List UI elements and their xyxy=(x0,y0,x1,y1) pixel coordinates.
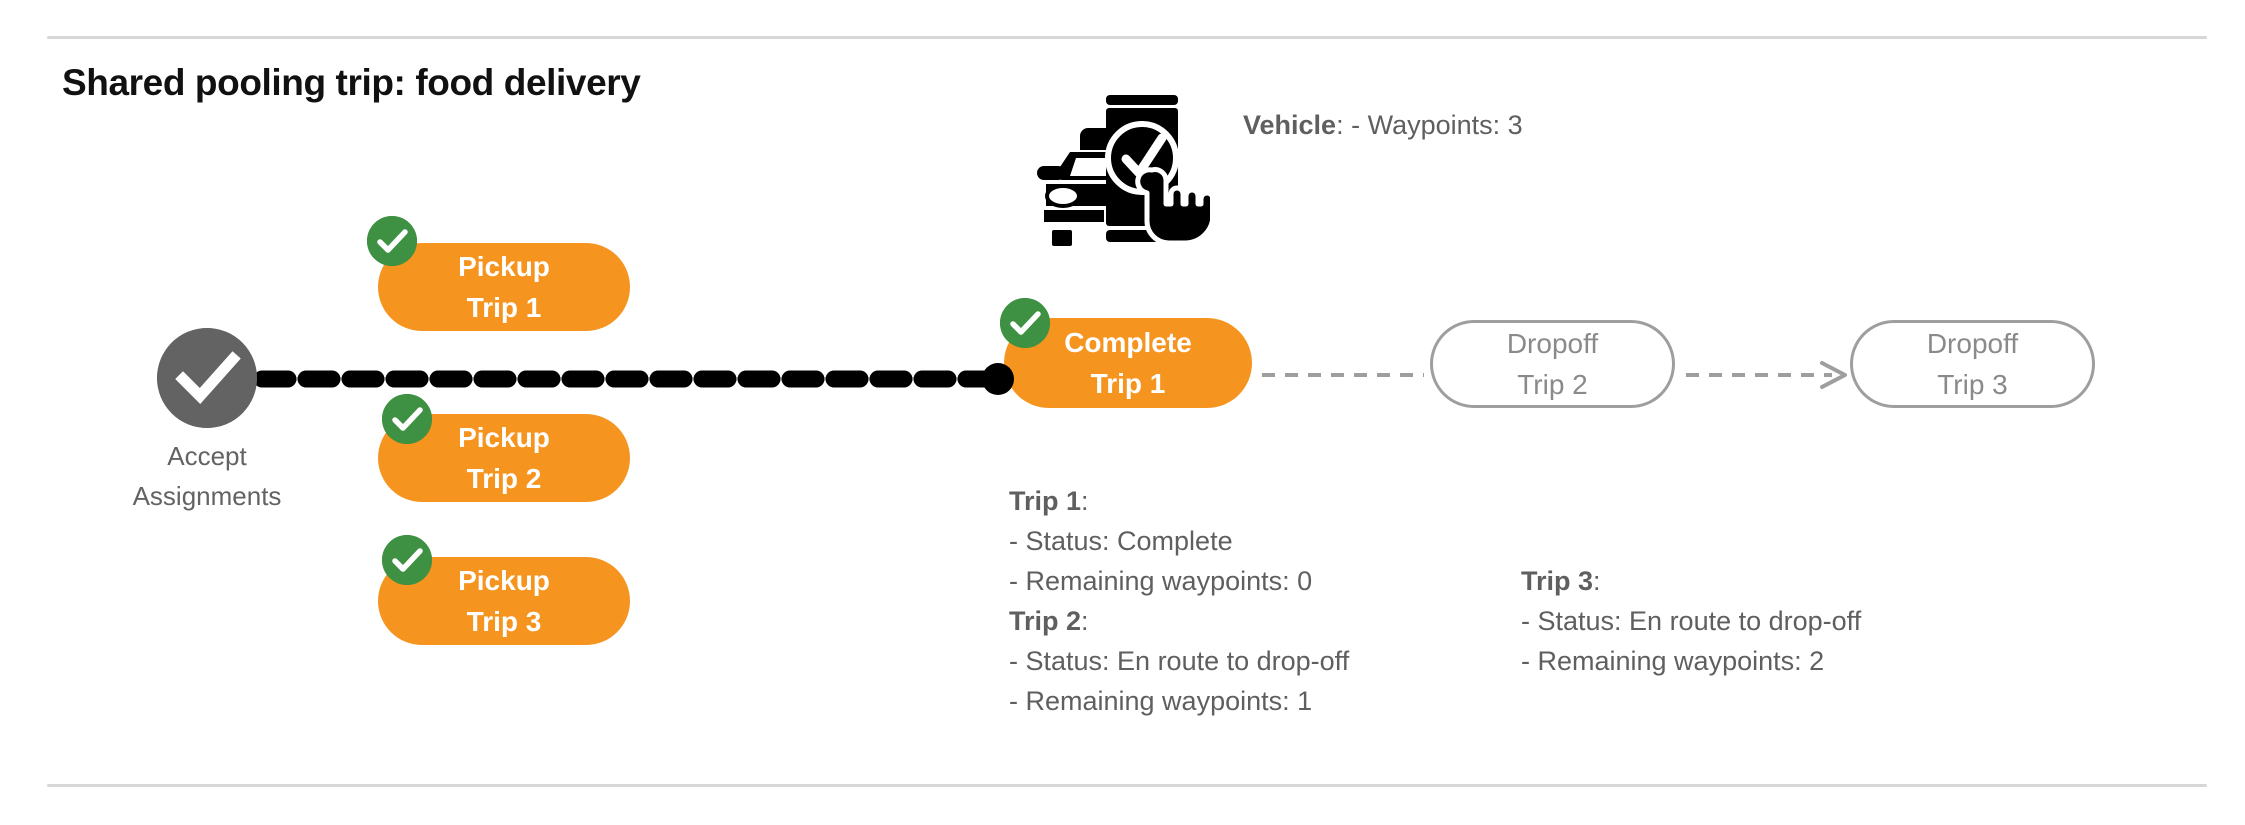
pickup-3-line2: Trip 3 xyxy=(466,606,542,637)
dropoff-3-line1: Dropoff xyxy=(1926,328,2019,359)
route-junction-dot xyxy=(982,363,1014,395)
trip-3-waypoints: - Remaining waypoints: 2 xyxy=(1521,646,1825,676)
trip-2-waypoints: - Remaining waypoints: 1 xyxy=(1009,686,1313,716)
vehicle-waypoints: - Waypoints: 3 xyxy=(1351,110,1523,140)
trip-2-status: - Status: En route to drop-off xyxy=(1009,646,1350,676)
accept-assignments-label: Accept Assignments xyxy=(109,436,305,516)
node-dropoff-trip-3[interactable]: Dropoff Trip 3 xyxy=(1850,320,2095,408)
dropoff-2-line1: Dropoff xyxy=(1506,328,1599,359)
trip-details-right: Trip 3: - Status: En route to drop-off -… xyxy=(1521,561,1861,681)
check-badge-pickup-3-icon xyxy=(382,535,432,585)
trip-1-status: - Status: Complete xyxy=(1009,526,1233,556)
trip-2-heading: Trip 2 xyxy=(1009,606,1082,636)
vehicle-heading-row: Vehicle: xyxy=(1243,110,1344,140)
node-accept-assignments[interactable]: Accept Assignments xyxy=(133,328,281,511)
pickup-2-line1: Pickup xyxy=(458,422,550,453)
trip-1-heading: Trip 1 xyxy=(1009,486,1082,516)
accept-label-line1: Accept xyxy=(167,441,247,471)
connector-arrowhead xyxy=(1820,361,1847,389)
pickup-1-line1: Pickup xyxy=(458,251,550,282)
trip-2-heading-row: Trip 2: xyxy=(1009,601,1349,641)
check-badge-pickup-2-icon xyxy=(382,394,432,444)
page-title: Shared pooling trip: food delivery xyxy=(62,62,641,103)
complete-1-line2: Trip 1 xyxy=(1090,368,1166,399)
dropoff-3-line2: Trip 3 xyxy=(1937,369,2008,400)
vehicle-heading-suffix: : xyxy=(1336,110,1344,140)
check-badge-pickup-1-icon xyxy=(367,216,417,266)
complete-1-line1: Complete xyxy=(1064,327,1192,358)
trip-3-status: - Status: En route to drop-off xyxy=(1521,606,1862,636)
trip-1-heading-row: Trip 1: xyxy=(1009,481,1349,521)
node-dropoff-trip-2[interactable]: Dropoff Trip 2 xyxy=(1430,320,1675,408)
pickup-1-line2: Trip 1 xyxy=(466,292,542,323)
vehicle-phone-check-icon xyxy=(1037,95,1210,246)
bottom-divider xyxy=(47,784,2207,787)
trip-1-waypoints: - Remaining waypoints: 0 xyxy=(1009,566,1313,596)
dropoff-2-line2: Trip 2 xyxy=(1517,369,1588,400)
accept-label-line2: Assignments xyxy=(132,481,282,511)
trip-3-heading: Trip 3 xyxy=(1521,566,1594,596)
check-circle-icon xyxy=(157,328,257,428)
trip-3-heading-suffix: : xyxy=(1593,566,1601,596)
top-divider xyxy=(47,36,2207,39)
node-pickup-trip-1[interactable]: Pickup Trip 1 xyxy=(378,243,630,331)
trip-details-left: Trip 1: - Status: Complete - Remaining w… xyxy=(1009,481,1349,721)
vehicle-info-block: Vehicle: - Waypoints: 3 xyxy=(1243,105,1523,145)
trip-3-heading-row: Trip 3: xyxy=(1521,561,1861,601)
vehicle-heading: Vehicle xyxy=(1243,110,1337,140)
node-pickup-trip-3[interactable]: Pickup Trip 3 xyxy=(378,557,630,645)
trip-2-heading-suffix: : xyxy=(1081,606,1089,636)
trip-1-heading-suffix: : xyxy=(1081,486,1089,516)
pickup-2-line2: Trip 2 xyxy=(466,463,542,494)
check-badge-complete-1-icon xyxy=(1000,298,1050,348)
pickup-3-line1: Pickup xyxy=(458,565,550,596)
